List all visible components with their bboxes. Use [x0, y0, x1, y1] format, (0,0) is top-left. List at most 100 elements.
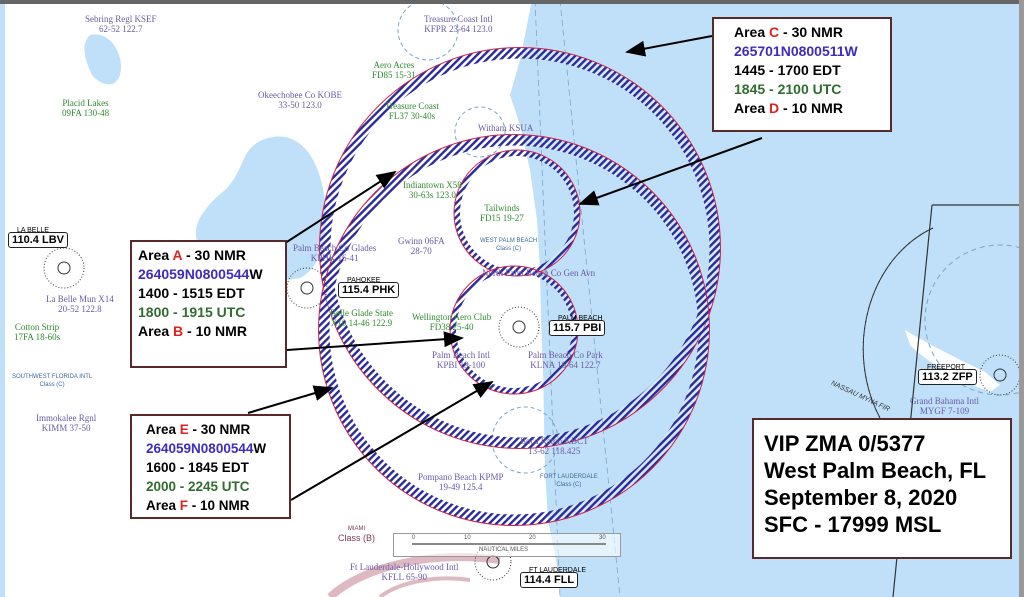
airport-name: Okeechobee Co KOBE [258, 90, 342, 100]
tfr-date: September 8, 2020 [764, 485, 958, 510]
airport-label: North Palm Beach Co Gen Avn [482, 268, 595, 278]
area-c-edt: 1445 - 1700 EDT [734, 62, 841, 78]
callout-text: Area [146, 498, 180, 513]
airspace-class: Class (C) [39, 382, 65, 388]
callout-text: Area [734, 100, 770, 116]
window-top-border [0, 0, 1024, 4]
navaid-name: PAHOKEE [347, 277, 381, 284]
callout-text: - 30 NMR [182, 247, 246, 263]
area-a-line: Area A - 30 NMR [138, 246, 279, 265]
airport-info: 13-62 118.425 [528, 446, 581, 456]
navaid-name: PALM BEACH [558, 315, 603, 322]
airspace-class: Class (C) [556, 482, 582, 488]
airport-info: FD85 15-31 [372, 70, 416, 80]
tfr-area-a-e-ring [318, 134, 710, 526]
treasure-coast-ring [397, 0, 459, 61]
navaid-frequency: 110.4 LBV [12, 234, 64, 246]
callout-text: Area [146, 422, 180, 437]
area-e-line: Area E - 30 NMR [146, 420, 283, 439]
airspace-class: Class (B) [338, 533, 376, 543]
airport-name: Belle Glade State [330, 308, 393, 318]
scale-tick: 20 [529, 535, 536, 541]
airport-name: Aero Acres [373, 60, 415, 70]
area-b-line: Area B - 10 NMR [138, 322, 279, 341]
area-f-line: Area F - 10 NMR [146, 496, 283, 515]
callout-text: D [769, 100, 780, 116]
navaid-name: FREEPORT [927, 364, 965, 371]
airport-info: 30-63s 123.0 [408, 190, 456, 200]
airport-name: Placid Lakes [62, 98, 109, 108]
navaid-frequency: 113.2 ZFP [922, 371, 973, 383]
airport-info: 62-52 122.7 [99, 24, 143, 34]
airport-info: 17FA 18-60s [14, 332, 61, 342]
area-a-coordinates: 264059N0800544W [138, 265, 279, 284]
callout-area-c-d: Area C - 30 NMR 265701N0800511W 1445 - 1… [712, 17, 892, 132]
airport-name: Grand Bahama Intl [910, 396, 979, 406]
airport-info: X10 14-46 122.9 [330, 318, 393, 328]
scale-tick: 10 [464, 535, 471, 541]
tfr-notam-id: VIP ZMA 0/5377 [764, 431, 926, 456]
witham-ring [454, 106, 506, 158]
callout-text: - 30 NMR [188, 422, 251, 437]
navaid-name: FT LAUDERDALE [529, 567, 587, 574]
tfr-area-c-ring [319, 47, 721, 449]
area-c-line: Area C - 30 NMR [734, 23, 884, 42]
airport-name: North Palm Beach Co Gen Avn [482, 268, 596, 278]
airport-info: FL37 30-40s [388, 111, 436, 121]
airport-info: KLNA 16-64 122.7 [530, 360, 601, 370]
airport-name: Treasure Coast Intl [424, 14, 493, 24]
airport-name: Palm Beach Co Glades [293, 243, 377, 253]
area-a-utc: 1800 - 1915 UTC [138, 304, 246, 320]
callout-area-a-b: Area A - 30 NMR 264059N0800544W 1400 - 1… [130, 240, 287, 368]
airport-label: Witham KSUA [478, 123, 533, 133]
navaid-name: LA BELLE [17, 227, 49, 234]
airport-name: Immokalee Rgnl [36, 413, 97, 423]
scale-bar: 0 10 20 30 NAUTICAL MILES [393, 533, 621, 557]
airport-name: Tailwinds [484, 203, 520, 213]
area-e-utc: 2000 - 2245 UTC [146, 479, 250, 494]
callout-text: 264059N0800544 [138, 266, 250, 282]
area-c-utc: 1845 - 2100 UTC [734, 81, 842, 97]
callout-text: A [172, 247, 183, 263]
tfr-location: West Palm Beach, FL [764, 458, 987, 483]
navaid-frequency: 115.7 PBI [553, 322, 602, 334]
airport-name: Palm Beach Co Park [528, 350, 603, 360]
callout-text: F [179, 498, 189, 513]
area-e-edt: 1600 - 1845 EDT [146, 460, 249, 475]
airport-info: 19-49 125.4 [439, 482, 483, 492]
airport-info: KPBI 19-100 [436, 360, 486, 370]
callout-text: - 10 NMR [183, 323, 247, 339]
left-water-strip [0, 0, 5, 597]
navaid-frequency: 115.4 PHK [342, 284, 396, 296]
airport-info: 33-50 123.0 [278, 100, 322, 110]
airport-name: Ft Lauderdale-Hollywood Intl [350, 562, 459, 572]
lake-istokpoga [84, 34, 121, 85]
airspace-class: Class (C) [496, 246, 522, 252]
area-a-edt: 1400 - 1515 EDT [138, 285, 245, 301]
airspace-name: WEST PALM BEACH [480, 238, 538, 244]
airport-name: Sebring Regl KSEF [85, 14, 157, 24]
airport-info: KFPR 23-64 123.0 [424, 24, 493, 34]
vor-rose-icon [498, 306, 540, 348]
airport-info: KIMM 37-50 [41, 423, 91, 433]
callout-area-e-f: Area E - 30 NMR 264059N0800544W 1600 - 1… [130, 414, 291, 519]
airport-name: Witham KSUA [478, 123, 534, 133]
